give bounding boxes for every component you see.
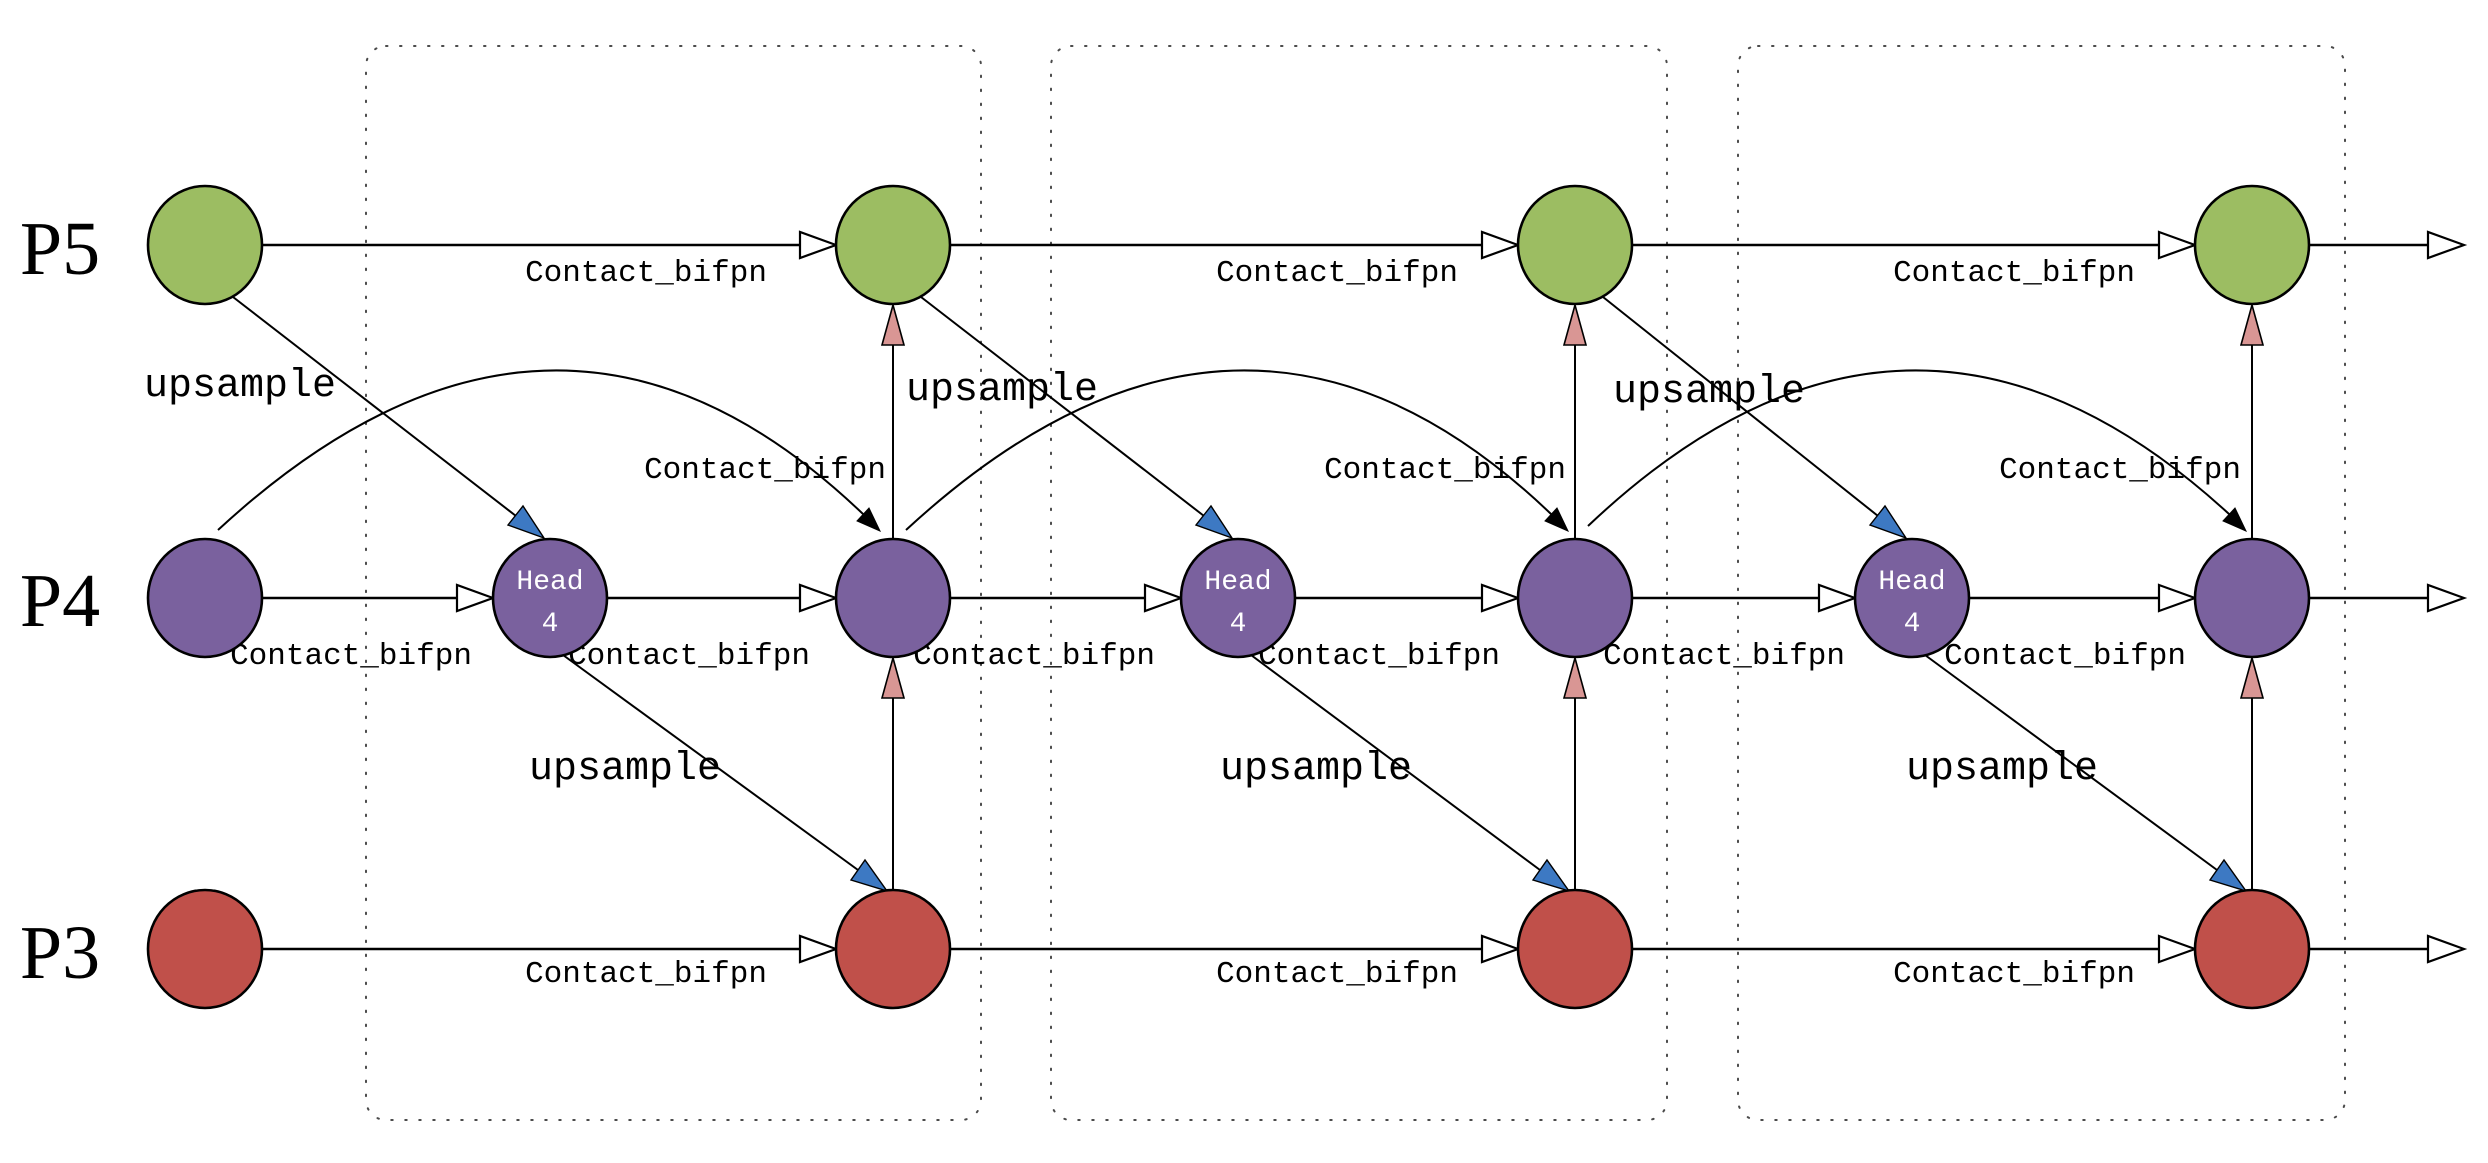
p3-node-1 <box>146 888 264 1010</box>
p3-node-4 <box>2193 888 2311 1010</box>
fusion-arrowhead-icon <box>880 654 906 699</box>
upsample-label-6: upsample <box>1906 747 2098 792</box>
p5-node-4 <box>2193 184 2311 306</box>
open-arrowhead-icon <box>1143 583 1185 613</box>
bifpn-block-2 <box>1050 45 1668 1121</box>
head-upsample-edge-3 <box>1924 654 2218 871</box>
head4-label-line1: Head <box>1878 567 1945 598</box>
upsample-arrowhead-icon <box>1531 858 1571 893</box>
head-upsample-edge-2 <box>1250 654 1541 871</box>
skip-arc-label-2: Contact_bifpn <box>1324 453 1566 488</box>
p5-node-2 <box>834 184 952 306</box>
head4-label-line2: 4 <box>1230 609 1247 640</box>
fusion-arrowhead-icon <box>2239 301 2265 346</box>
p3-edge-label-1: Contact_bifpn <box>525 957 767 992</box>
p4-skip-arc-3 <box>1587 369 2230 527</box>
p3-edge-label-3: Contact_bifpn <box>1893 957 2135 992</box>
p5-flow-edges: Contact_bifpn Contact_bifpn Contact_bifp… <box>262 230 2468 291</box>
skip-concat-arcs: Contact_bifpn Contact_bifpn Contact_bifp… <box>217 369 2248 532</box>
p4-skip-arc-1 <box>217 369 864 531</box>
p4-edge-label-2: Contact_bifpn <box>568 639 810 674</box>
upsample-arrowhead-icon <box>849 858 889 893</box>
upsample-edges: upsample upsample upsample upsample upsa… <box>144 296 2248 893</box>
upsample-label-2: upsample <box>906 368 1098 413</box>
bifpn-block-3 <box>1737 45 2346 1121</box>
row-label-p5: P5 <box>20 207 100 291</box>
p3-edge-label-2: Contact_bifpn <box>1216 957 1458 992</box>
skip-arc-label-3: Contact_bifpn <box>1999 453 2241 488</box>
fusion-arrowhead-icon <box>1562 654 1588 699</box>
p4-node-3 <box>1516 537 1634 659</box>
p4-node-1 <box>146 537 264 659</box>
open-arrowhead-icon <box>2157 583 2199 613</box>
p3-node-3 <box>1516 888 1634 1010</box>
p3-node-2 <box>834 888 952 1010</box>
upsample-arrowhead-icon <box>1194 504 1234 540</box>
p5-node-1 <box>146 184 264 306</box>
open-arrowhead-icon <box>798 230 840 260</box>
p5-upsample-edge-1 <box>232 296 517 517</box>
open-arrowhead-icon <box>2426 934 2468 964</box>
upsample-arrowhead-icon <box>2208 858 2248 893</box>
p4-edge-label-3: Contact_bifpn <box>913 639 1155 674</box>
p4-flow-edges: Contact_bifpn Contact_bifpn Contact_bifp… <box>230 583 2468 674</box>
p5-upsample-edge-3 <box>1602 296 1879 517</box>
p4-edge-label-4: Contact_bifpn <box>1258 639 1500 674</box>
head4-node-1 <box>491 537 609 659</box>
p4-node-2 <box>834 537 952 659</box>
fusion-arrowhead-icon <box>880 301 906 346</box>
open-arrowhead-icon <box>2426 230 2468 260</box>
upsample-label-5: upsample <box>1220 747 1412 792</box>
open-arrowhead-icon <box>1817 583 1859 613</box>
concat-arrowhead-icon <box>1544 507 1570 532</box>
upsample-label-4: upsample <box>529 747 721 792</box>
p4-edge-label-1: Contact_bifpn <box>230 639 472 674</box>
head4-node-3 <box>1853 537 1971 659</box>
open-arrowhead-icon <box>798 934 840 964</box>
concat-arrowhead-icon <box>856 507 882 532</box>
upsample-label-1: upsample <box>144 364 336 409</box>
upsample-arrowhead-icon <box>1868 504 1908 540</box>
fusion-arrowhead-icon <box>1562 301 1588 346</box>
feature-nodes: Head 4 Head 4 Head 4 <box>146 184 2311 1010</box>
open-arrowhead-icon <box>2157 230 2199 260</box>
upsample-label-3: upsample <box>1613 370 1805 415</box>
upsample-arrowhead-icon <box>506 504 546 540</box>
row-labels: P5 P4 P3 <box>20 207 100 995</box>
p5-node-3 <box>1516 184 1634 306</box>
head4-label-line1: Head <box>1204 567 1271 598</box>
open-arrowhead-icon <box>455 583 497 613</box>
head4-label-line1: Head <box>516 567 583 598</box>
p4-edge-label-6: Contact_bifpn <box>1944 639 2186 674</box>
p5-upsample-edge-2 <box>920 296 1205 517</box>
head-upsample-edge-1 <box>562 654 859 871</box>
p4-skip-arc-2 <box>905 369 1552 531</box>
p5-edge-label-1: Contact_bifpn <box>525 256 767 291</box>
row-label-p4: P4 <box>20 559 100 643</box>
open-arrowhead-icon <box>1480 934 1522 964</box>
open-arrowhead-icon <box>798 583 840 613</box>
p4-node-4 <box>2193 537 2311 659</box>
p5-edge-label-3: Contact_bifpn <box>1893 256 2135 291</box>
head4-label-line2: 4 <box>1904 609 1921 640</box>
bottom-up-fusion-edges <box>880 301 2265 890</box>
open-arrowhead-icon <box>1480 230 1522 260</box>
p5-edge-label-2: Contact_bifpn <box>1216 256 1458 291</box>
skip-arc-label-1: Contact_bifpn <box>644 453 886 488</box>
head4-label-line2: 4 <box>542 609 559 640</box>
open-arrowhead-icon <box>2157 934 2199 964</box>
row-label-p3: P3 <box>20 911 100 995</box>
p3-flow-edges: Contact_bifpn Contact_bifpn Contact_bifp… <box>262 934 2468 992</box>
p4-edge-label-5: Contact_bifpn <box>1603 639 1845 674</box>
concat-arrowhead-icon <box>2222 507 2248 532</box>
open-arrowhead-icon <box>2426 583 2468 613</box>
fusion-arrowhead-icon <box>2239 654 2265 699</box>
open-arrowhead-icon <box>1480 583 1522 613</box>
head4-node-2 <box>1179 537 1297 659</box>
